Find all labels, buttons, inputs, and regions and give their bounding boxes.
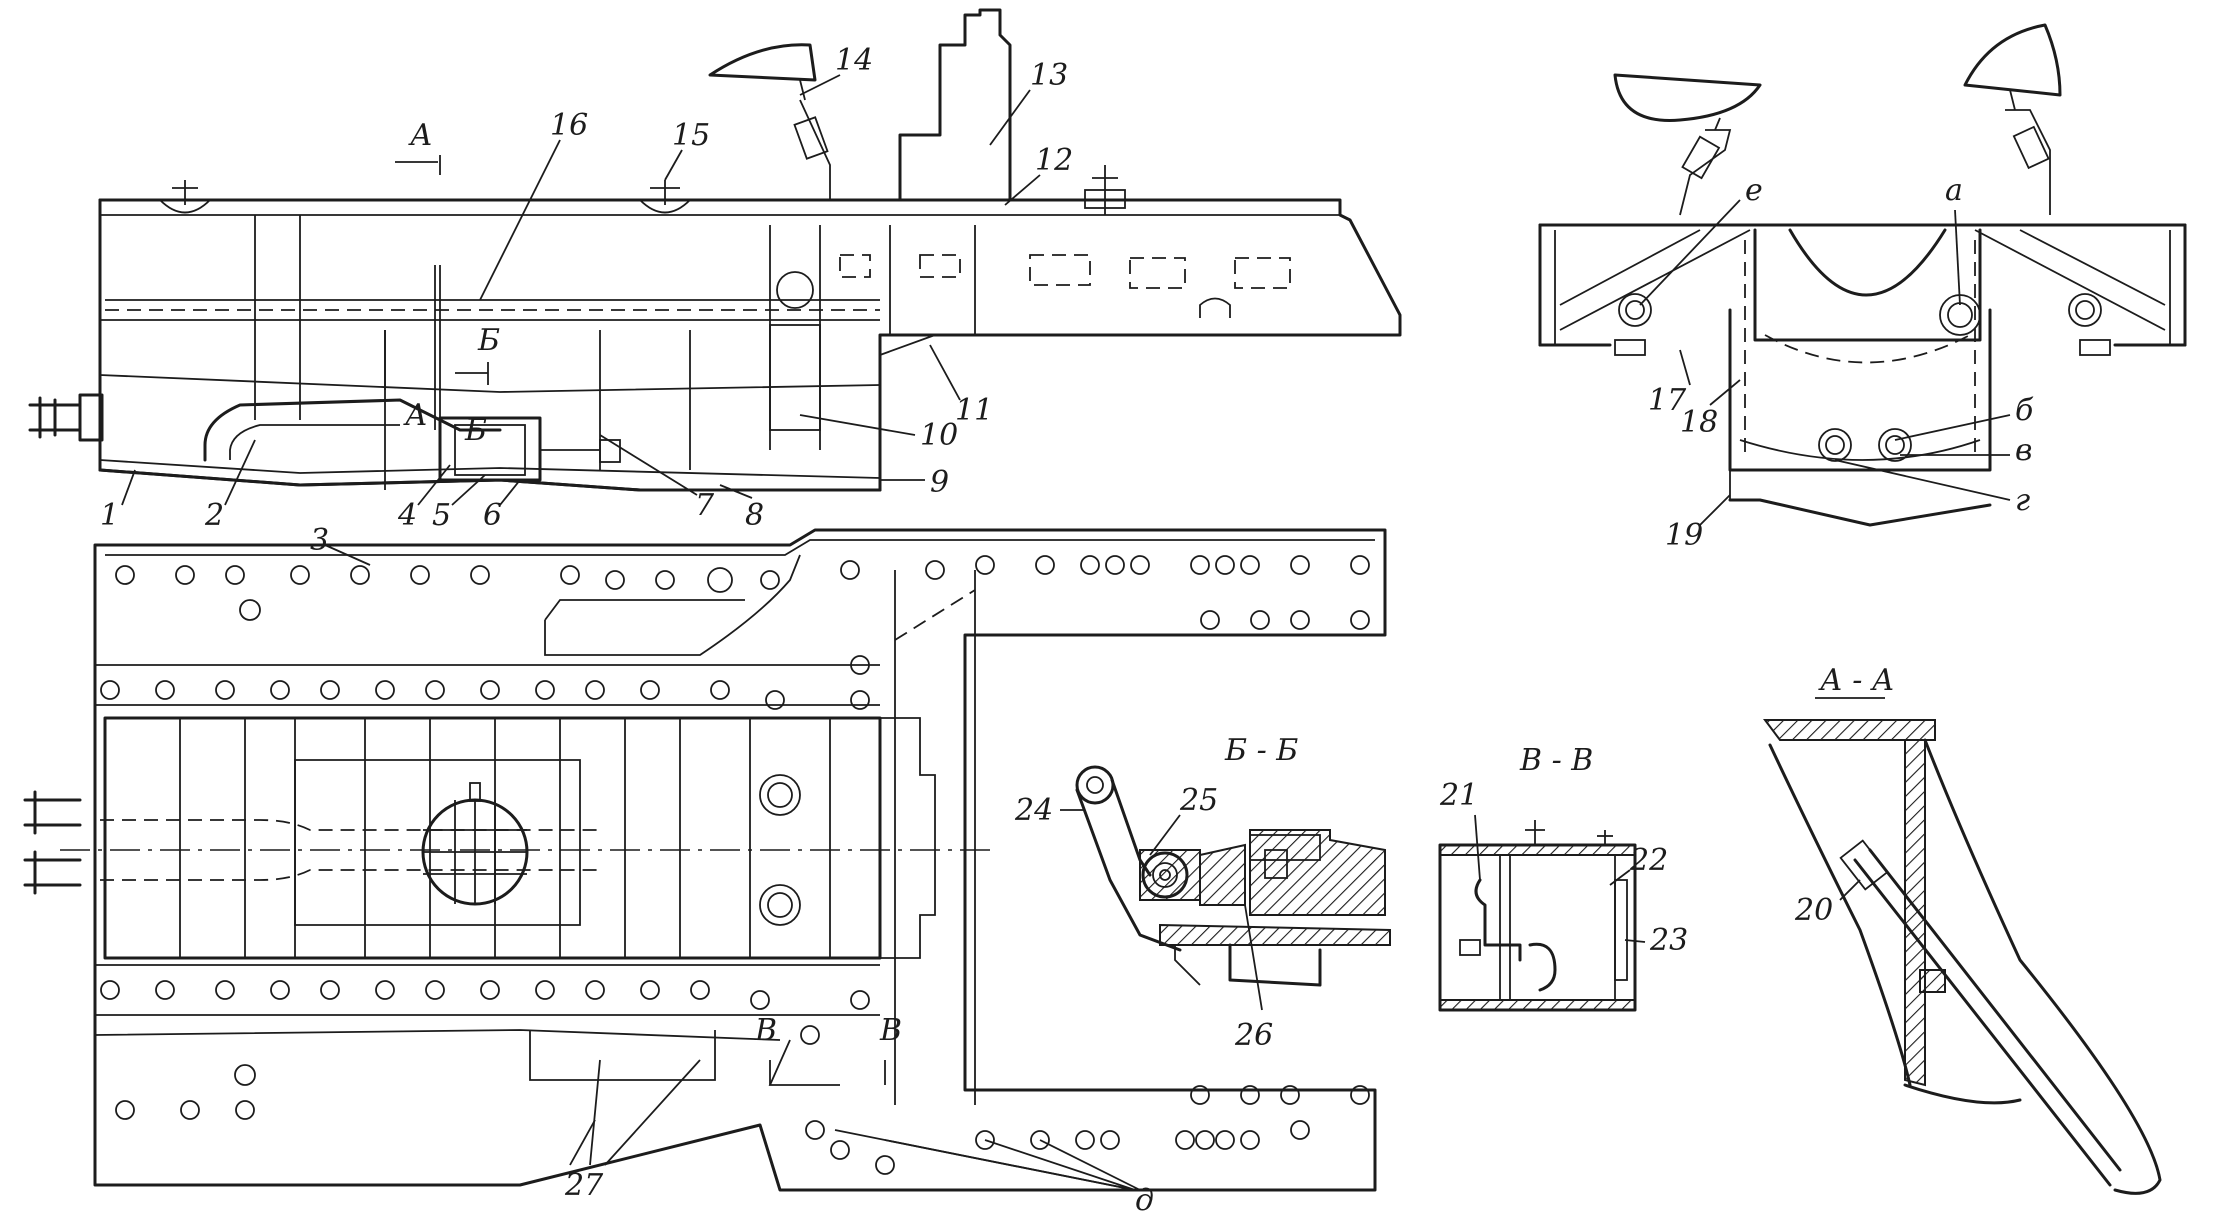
callout-8: 8 [745, 498, 764, 533]
letter-g: г [2015, 483, 2030, 518]
plan-view: В В 3 27 д [23, 523, 1387, 1218]
section-a-a: А - А 20 [1763, 663, 2162, 1195]
mark-v-left: В [754, 1013, 777, 1048]
front-view: е а б в г 17 18 19 [1538, 23, 2187, 553]
callout-16: 16 [550, 108, 588, 143]
mark-a-lower: А [403, 398, 428, 433]
side-view: А Б Б А 1 2 4 5 6 7 8 9 10 11 12 13 [28, 8, 1402, 533]
callout-25: 25 [1179, 783, 1218, 818]
callout-23: 23 [1649, 923, 1688, 958]
section-mark-b-side: Б Б А [403, 323, 500, 448]
letter-v: в [2015, 433, 2032, 468]
callout-11: 11 [955, 393, 993, 428]
callout-12: 12 [1035, 143, 1073, 178]
callout-3: 3 [310, 523, 329, 558]
mark-b-upper: Б [477, 323, 500, 358]
callout-26: 26 [1234, 1018, 1273, 1053]
letter-a: а [1945, 173, 1963, 208]
section-mark-a-top: А [395, 118, 441, 175]
callout-5: 5 [432, 498, 451, 533]
letter-b: б [2015, 393, 2034, 428]
callout-27: 27 [564, 1168, 604, 1203]
callout-15: 15 [672, 118, 710, 153]
bolt-row-upper [100, 555, 1370, 710]
callout-13: 13 [1030, 58, 1068, 93]
section-b-b: Б - Б 24 25 26 [1014, 733, 1391, 1053]
letter-d: д [1135, 1183, 1154, 1218]
section-title-bb: Б - Б [1224, 733, 1298, 768]
mark-a-top: А [408, 118, 433, 153]
section-v-v: В - В 21 22 23 [1438, 743, 1688, 1012]
mark-b-lower: Б [464, 413, 487, 448]
callout-10: 10 [920, 418, 958, 453]
callout-18: 18 [1680, 405, 1718, 440]
callout-1: 1 [100, 498, 119, 533]
callout-7: 7 [695, 488, 715, 523]
callout-20: 20 [1794, 893, 1833, 928]
callout-22: 22 [1629, 843, 1668, 878]
callout-2: 2 [204, 498, 224, 533]
section-title-aa: А - А [1818, 663, 1895, 698]
callout-14: 14 [835, 43, 873, 78]
mark-v-right: В [879, 1013, 902, 1048]
callout-6: 6 [483, 498, 502, 533]
callout-9: 9 [930, 465, 949, 500]
callout-24: 24 [1014, 793, 1053, 828]
callout-4: 4 [397, 498, 417, 533]
section-title-vv: В - В [1519, 743, 1593, 778]
callout-19: 19 [1665, 518, 1703, 553]
bolt-row-lower [100, 980, 1370, 1175]
callout-17: 17 [1648, 383, 1687, 418]
callout-21: 21 [1439, 778, 1478, 813]
letter-e: е [1745, 173, 1763, 208]
